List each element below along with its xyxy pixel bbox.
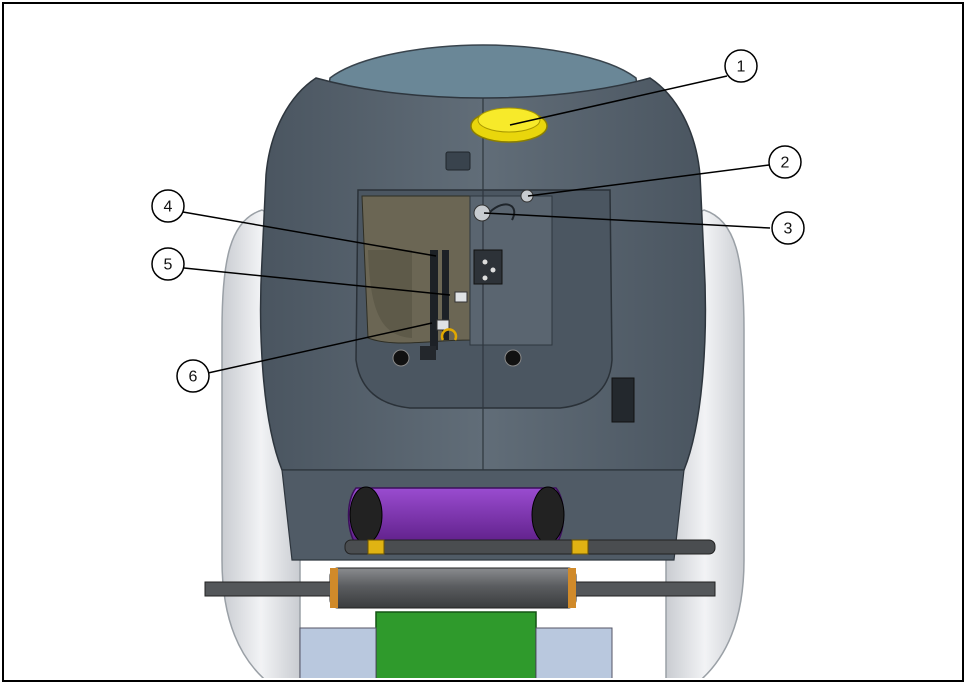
grommet-left xyxy=(392,349,410,367)
callout-1-circle xyxy=(724,49,758,83)
bracket-wire xyxy=(489,203,516,221)
fill-cap-top xyxy=(477,107,541,133)
callout-1: 1 xyxy=(724,49,758,83)
steering-cylinder xyxy=(329,567,577,609)
callout-5-circle xyxy=(151,247,185,281)
leader-6 xyxy=(207,322,433,374)
cylinder-rod-left xyxy=(204,581,336,597)
callout-6-circle xyxy=(176,359,210,393)
module-hole xyxy=(482,259,488,265)
callout-2-number: 2 xyxy=(781,155,790,172)
gearcase-left-end xyxy=(349,486,383,544)
callout-6-number: 6 xyxy=(189,369,198,386)
callout-4: 4 xyxy=(151,189,185,223)
callout-4-number: 4 xyxy=(164,199,173,216)
callout-5: 5 xyxy=(151,247,185,281)
leader-3 xyxy=(483,212,771,229)
hose-fitting xyxy=(454,291,468,303)
vent-slot xyxy=(611,377,635,423)
grommet-right xyxy=(504,349,522,367)
callout-3-number: 3 xyxy=(784,221,793,238)
leader-4 xyxy=(182,211,437,257)
module-hole xyxy=(490,267,496,273)
mounting-bracket xyxy=(375,611,537,678)
callout-2-circle xyxy=(768,145,802,179)
cylinder-rod-right xyxy=(569,581,716,597)
hose-4 xyxy=(430,250,438,350)
callout-4-circle xyxy=(151,189,185,223)
callout-2: 2 xyxy=(768,145,802,179)
callout-3: 3 xyxy=(771,211,805,245)
callout-6: 6 xyxy=(176,359,210,393)
leader-5 xyxy=(183,267,451,296)
cylinder-ring-left xyxy=(330,568,338,608)
latch xyxy=(445,151,471,171)
reservoir-bay-shading xyxy=(368,250,412,338)
callout-5-number: 5 xyxy=(164,257,173,274)
leader-1 xyxy=(509,75,728,126)
module-hole xyxy=(482,275,488,281)
mount-left xyxy=(299,627,377,678)
hose-fitting-left-icon xyxy=(367,539,385,555)
mount-right xyxy=(535,627,613,678)
clip-6-icon xyxy=(440,328,458,341)
leader-2 xyxy=(527,164,770,197)
cylinder-ring-right xyxy=(568,568,576,608)
gearcase-right-end xyxy=(531,486,565,544)
leader-lines xyxy=(182,75,771,374)
control-module xyxy=(473,249,503,285)
tie-bar xyxy=(344,539,716,555)
valve xyxy=(420,346,436,360)
callout-1-number: 1 xyxy=(737,59,746,76)
callout-3-circle xyxy=(771,211,805,245)
hose-fitting-right-icon xyxy=(571,539,589,555)
hose-fitting xyxy=(436,319,450,331)
